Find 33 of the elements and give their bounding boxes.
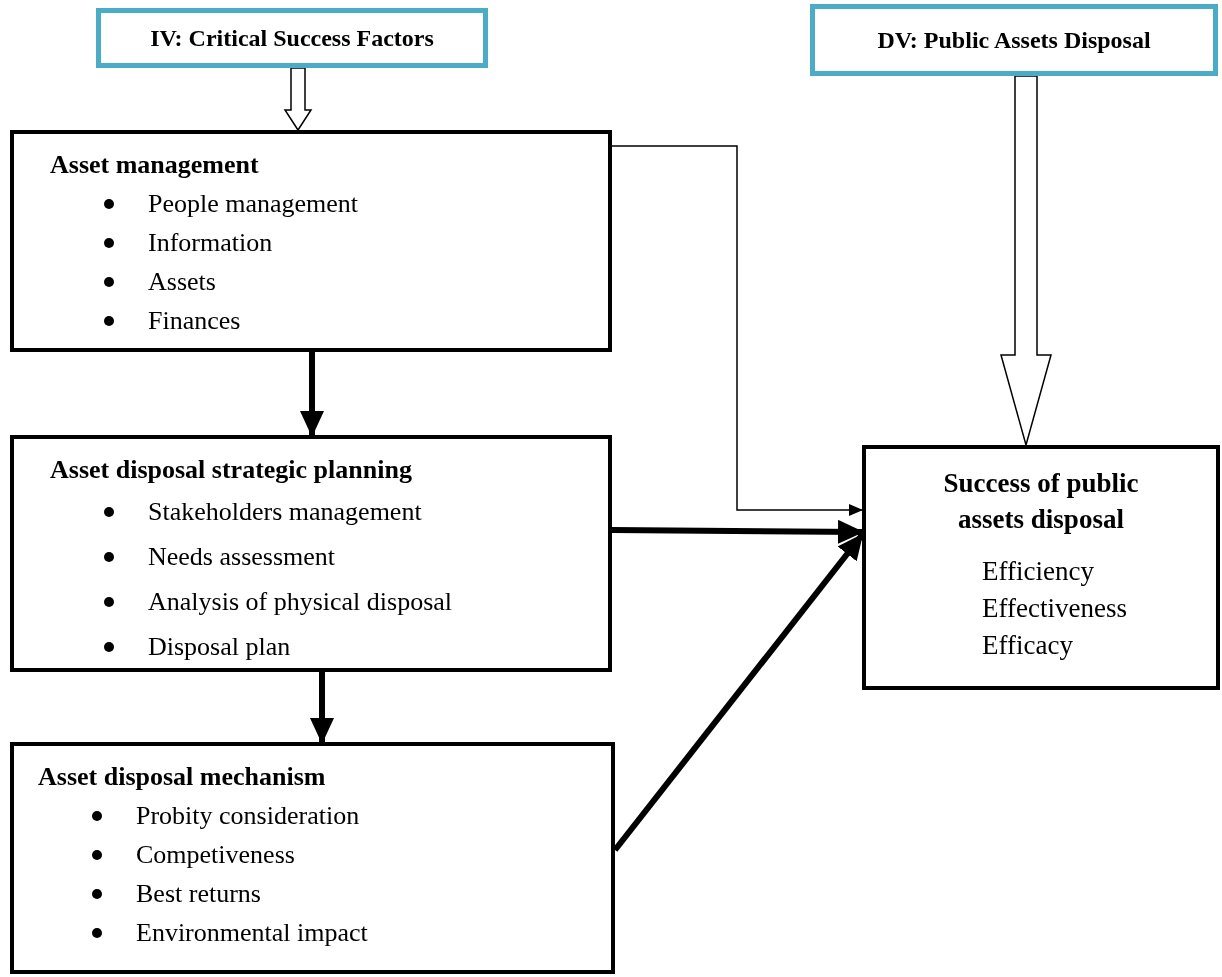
- arrow: [611, 145, 863, 516]
- process-box: [10, 435, 612, 672]
- bullet-item: People management: [148, 188, 359, 220]
- box-heading: Asset management: [50, 149, 260, 181]
- process-box: [10, 742, 615, 974]
- variable-title: DV: Public Assets Disposal: [877, 26, 1151, 55]
- bullet-item: Competiveness: [136, 839, 295, 871]
- process-box: [10, 130, 612, 352]
- arrow: [310, 672, 334, 744]
- arrow: [611, 519, 864, 544]
- bullet-item: Assets: [148, 266, 216, 298]
- outcome-box: [862, 445, 1220, 690]
- bullet-item: Disposal plan: [148, 631, 291, 663]
- block-arrow: [283, 67, 313, 132]
- bullet-item: Best returns: [136, 878, 261, 910]
- bullet-item: Finances: [148, 305, 241, 337]
- bullet-item: Probity consideration: [136, 800, 360, 832]
- variable-box: [96, 8, 488, 68]
- box-heading: Asset disposal mechanism: [38, 761, 327, 793]
- bullet-item: Needs assessment: [148, 541, 335, 573]
- bullet-item: Stakeholders management: [148, 496, 422, 528]
- bullet-item: Analysis of physical disposal: [148, 586, 453, 618]
- variable-box: [810, 4, 1218, 76]
- outcome-item: Effectiveness: [982, 592, 1127, 625]
- bullet-item: Information: [148, 227, 273, 259]
- box-heading: Success of public assets disposal: [942, 467, 1140, 536]
- bullet-item: Environmental impact: [136, 917, 368, 949]
- outcome-item: Efficacy: [982, 629, 1074, 662]
- arrow: [300, 352, 324, 437]
- block-arrow: [1000, 75, 1052, 448]
- variable-title: IV: Critical Success Factors: [150, 24, 434, 53]
- box-heading: Asset disposal strategic planning: [50, 454, 413, 486]
- outcome-item: Efficiency: [982, 555, 1095, 588]
